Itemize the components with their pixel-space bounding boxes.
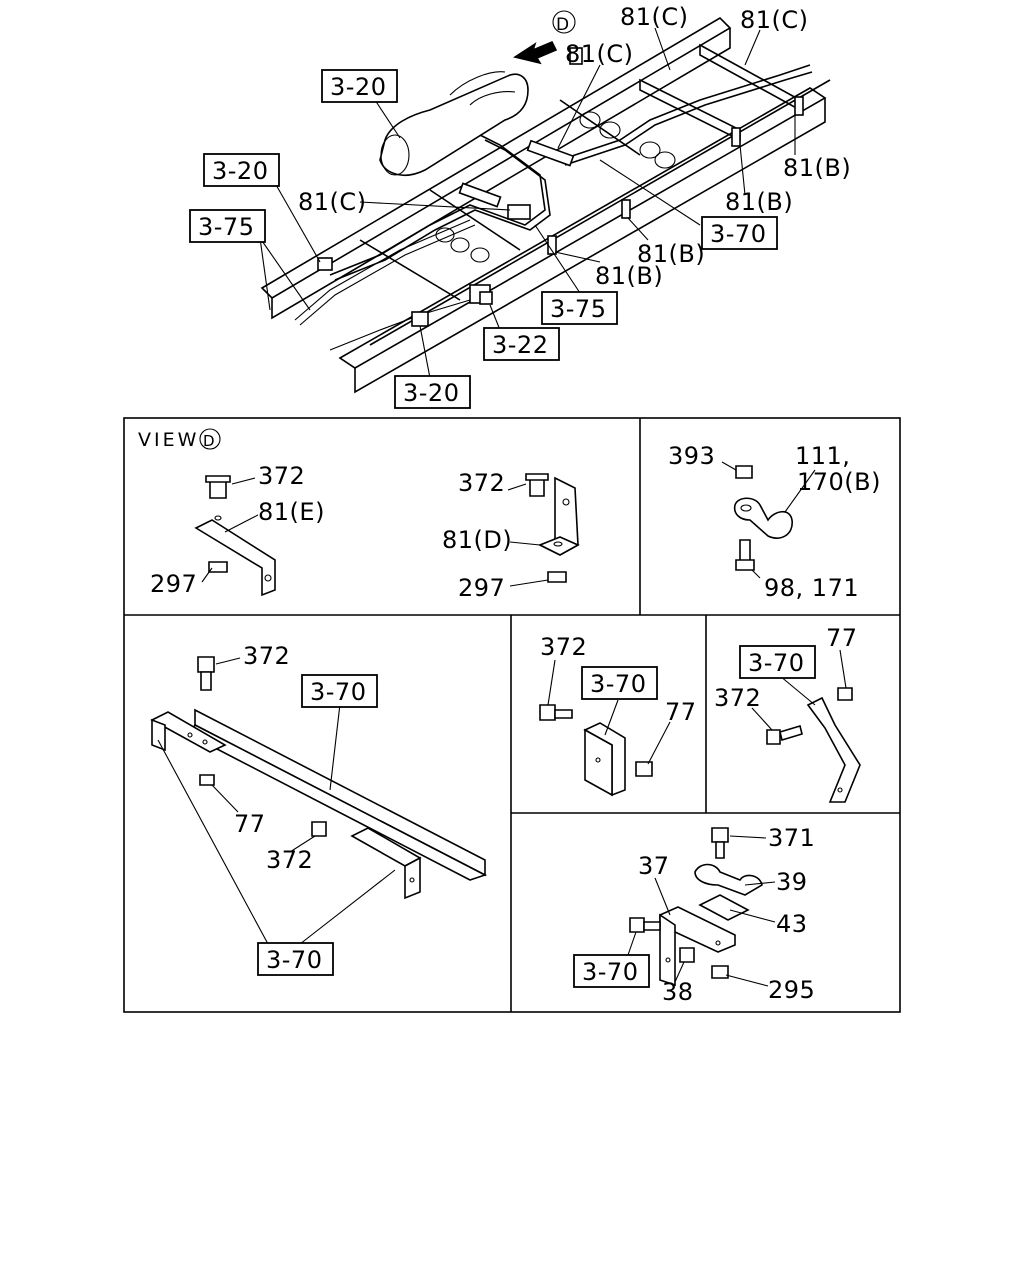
label-81b-3: 81(B): [637, 240, 705, 268]
panel-grid: [123, 417, 901, 1013]
ref-3-20-top: 3-20: [330, 73, 386, 101]
bracket-a-panel: 372 3-70 77: [539, 633, 697, 797]
label-297-right: 297: [458, 574, 505, 602]
ref-3-70-overview: 3-70: [710, 220, 766, 248]
bracket-b-panel: 77 3-70 372: [714, 624, 861, 803]
label-98-171: 98, 171: [764, 574, 859, 602]
label-77-bracket-a: 77: [665, 698, 697, 726]
label-39: 39: [776, 868, 808, 896]
view-d-panel: VIEW D 372 81(E) 297 372 81(D) 297: [138, 428, 580, 602]
ref-3-70-clamp: 3-70: [582, 958, 638, 986]
clip-panel: 393 111, 170(B) 98, 171: [668, 442, 881, 602]
label-111: 111,: [795, 442, 850, 470]
label-372-bracket-b: 372: [714, 684, 761, 712]
overview-leaders: [259, 27, 796, 379]
label-77-rail: 77: [234, 810, 266, 838]
ref-3-22: 3-22: [492, 331, 548, 359]
label-77-bracket-b: 77: [826, 624, 858, 652]
label-170b: 170(B): [797, 468, 881, 496]
ref-3-70-rail-bottom: 3-70: [266, 946, 322, 974]
label-37: 37: [638, 852, 670, 880]
label-393: 393: [668, 442, 715, 470]
rail-panel: 372 3-70 77 372 3-70: [150, 642, 488, 976]
label-372-rail-mid: 372: [266, 846, 313, 874]
view-marker: D: [556, 15, 570, 35]
label-81b-4: 81(B): [595, 262, 663, 290]
label-81d: 81(D): [442, 526, 512, 554]
ref-3-70-rail-top: 3-70: [310, 678, 366, 706]
label-81c-middle: 81(C): [565, 40, 634, 68]
label-81e: 81(E): [258, 498, 325, 526]
label-38: 38: [662, 978, 694, 1006]
label-372-rail-top: 372: [243, 642, 290, 670]
label-295: 295: [768, 976, 815, 1004]
ref-3-70-bracket-a: 3-70: [590, 670, 646, 698]
ref-3-75-center: 3-75: [550, 295, 606, 323]
label-372-left: 372: [258, 462, 305, 490]
ref-3-70-bracket-b: 3-70: [748, 649, 804, 677]
label-297-left: 297: [150, 570, 197, 598]
ref-3-20-bottom: 3-20: [403, 379, 459, 407]
label-81c-top: 81(C): [620, 3, 689, 31]
chassis-overview: [260, 16, 831, 394]
clamp-panel: 371 37 39 43 3-70 38 295: [573, 824, 815, 1006]
ref-3-20-left: 3-20: [212, 157, 268, 185]
label-371: 371: [768, 824, 815, 852]
label-81b-1: 81(B): [783, 154, 851, 182]
label-81b-2: 81(B): [725, 188, 793, 216]
ref-3-75-left: 3-75: [198, 213, 254, 241]
label-81c-right: 81(C): [740, 6, 809, 34]
label-372-right: 372: [458, 469, 505, 497]
view-title: VIEW: [138, 429, 199, 451]
view-d-marker: D: [203, 432, 215, 450]
overview-labels: D 81(C) 81(C) 81(C) 81(C) 81(B) 81(B) 81…: [189, 3, 851, 409]
label-81c-left: 81(C): [298, 188, 367, 216]
label-372-bracket-a: 372: [540, 633, 587, 661]
label-43: 43: [776, 910, 808, 938]
